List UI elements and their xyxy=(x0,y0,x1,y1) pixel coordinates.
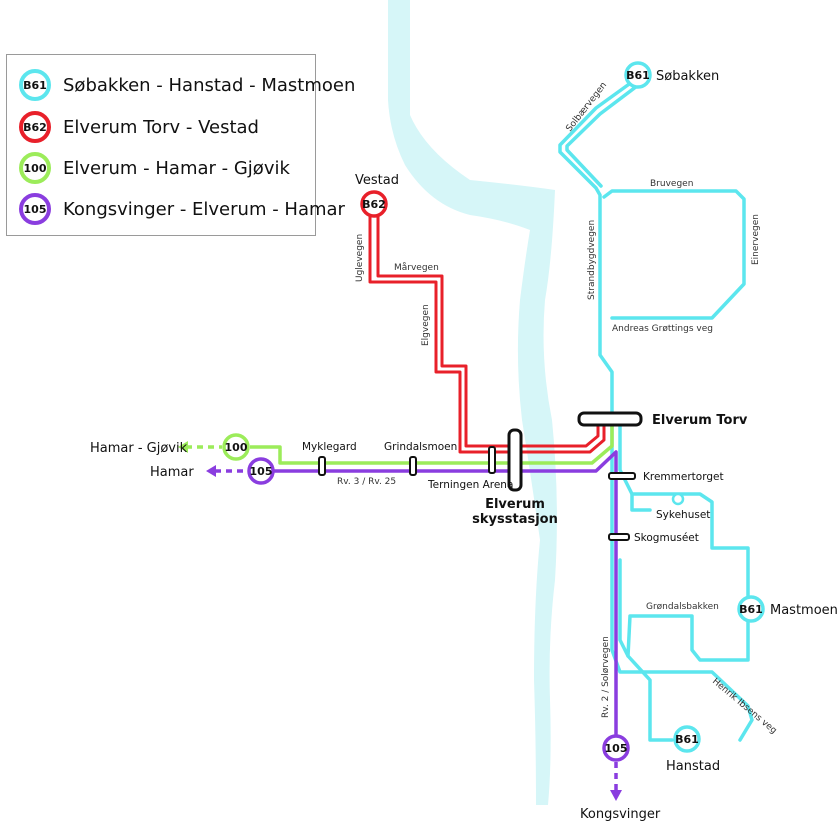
place-hanstad: Hanstad xyxy=(666,759,720,774)
badge-b61-hanstad: B61 xyxy=(673,725,701,753)
legend-badge-b62: B62 xyxy=(19,111,51,143)
svg-text:B62: B62 xyxy=(362,198,386,211)
svg-text:B61: B61 xyxy=(626,69,650,82)
stop-marker-skogmuseet xyxy=(608,533,630,541)
road-marvegen: Mårvegen xyxy=(394,262,439,273)
legend-badge-100: 100 xyxy=(19,152,51,184)
road-strandbygdvegen: Strandbygdvegen xyxy=(587,220,597,300)
road-bruvegen: Bruvegen xyxy=(650,179,693,189)
legend-label-100: Elverum - Hamar - Gjøvik xyxy=(63,157,290,179)
stop-marker-grindalsmoen xyxy=(409,456,417,476)
hub-label-skysstasjon-line2: skysstasjon xyxy=(472,512,558,527)
legend: B61 Søbakken - Hanstad - Mastmoen B62 El… xyxy=(6,54,355,236)
legend-badge-105: 105 xyxy=(19,193,51,225)
place-vestad: Vestad xyxy=(355,173,399,188)
stop-marker-sykehuset xyxy=(671,492,685,506)
stop-label-skogmuseet: Skogmuséet xyxy=(634,532,699,544)
stop-label-grindalsmoen: Grindalsmoen xyxy=(384,441,457,453)
road-rv2: Rv. 2 / Solørvegen xyxy=(601,636,611,718)
route-100 xyxy=(250,420,614,465)
svg-text:105: 105 xyxy=(250,465,273,478)
legend-label-105: Kongsvinger - Elverum - Hamar xyxy=(63,198,345,220)
river xyxy=(388,0,557,805)
badge-100: 100 xyxy=(222,433,250,461)
svg-text:B61: B61 xyxy=(675,733,699,746)
badge-b61-mastmoen: B61 xyxy=(737,595,765,623)
stop-marker-myklegard xyxy=(318,456,326,476)
svg-text:100: 100 xyxy=(225,441,248,454)
hub-marker-elverum-torv xyxy=(577,411,643,427)
svg-text:105: 105 xyxy=(605,742,628,755)
legend-item-105: 105 Kongsvinger - Elverum - Hamar xyxy=(19,193,345,225)
place-hamar: Hamar xyxy=(150,465,194,480)
legend-label-b62: Elverum Torv - Vestad xyxy=(63,116,259,138)
route-b62 xyxy=(368,214,606,454)
hub-label-elverum-torv: Elverum Torv xyxy=(652,413,748,428)
place-kongsvinger: Kongsvinger xyxy=(580,807,661,822)
stop-marker-terningen xyxy=(488,446,496,474)
stop-label-kremmertorget: Kremmertorget xyxy=(643,471,724,483)
legend-label-b61: Søbakken - Hanstad - Mastmoen xyxy=(63,74,356,96)
road-einervegen: Einervegen xyxy=(751,214,761,265)
legend-item-b61: B61 Søbakken - Hanstad - Mastmoen xyxy=(19,69,355,101)
route-105-arrow xyxy=(206,465,216,477)
badge-b62-vestad: B62 xyxy=(360,190,388,218)
place-hamar-gjovik: Hamar - Gjøvik xyxy=(90,441,188,456)
svg-text:B61: B61 xyxy=(739,603,763,616)
road-uglevegen: Uglevegen xyxy=(355,234,365,282)
route-100-arrow xyxy=(178,441,188,453)
stop-label-myklegard: Myklegard xyxy=(302,441,357,453)
hub-label-skysstasjon-line1: Elverum xyxy=(485,497,545,512)
legend-item-100: 100 Elverum - Hamar - Gjøvik xyxy=(19,152,290,184)
road-elgvegen: Elgvegen xyxy=(421,304,431,346)
road-henrik: Henrik Ibsens veg xyxy=(710,677,778,737)
place-mastmoen: Mastmoen xyxy=(770,603,838,618)
stop-label-sykehuset: Sykehuset xyxy=(656,509,710,521)
legend-item-b62: B62 Elverum Torv - Vestad xyxy=(19,111,259,143)
road-rv3: Rv. 3 / Rv. 25 xyxy=(337,477,396,487)
badge-b61-sobakken: B61 xyxy=(624,61,652,89)
hub-marker-skysstasjon xyxy=(507,428,523,492)
stop-marker-kremmertorget xyxy=(608,472,636,480)
place-sobakken: Søbakken xyxy=(656,69,719,84)
badge-105-hamar: 105 xyxy=(247,457,275,485)
route-105-south-arrow xyxy=(610,790,622,801)
road-andreas: Andreas Grøttings veg xyxy=(612,324,713,334)
stop-label-terningen: Terningen Arena xyxy=(427,479,513,491)
route-105 xyxy=(274,450,618,736)
road-grondalsbakken: Grøndalsbakken xyxy=(646,602,719,612)
legend-badge-b61: B61 xyxy=(19,69,51,101)
badge-105-kongsvinger: 105 xyxy=(602,734,630,762)
